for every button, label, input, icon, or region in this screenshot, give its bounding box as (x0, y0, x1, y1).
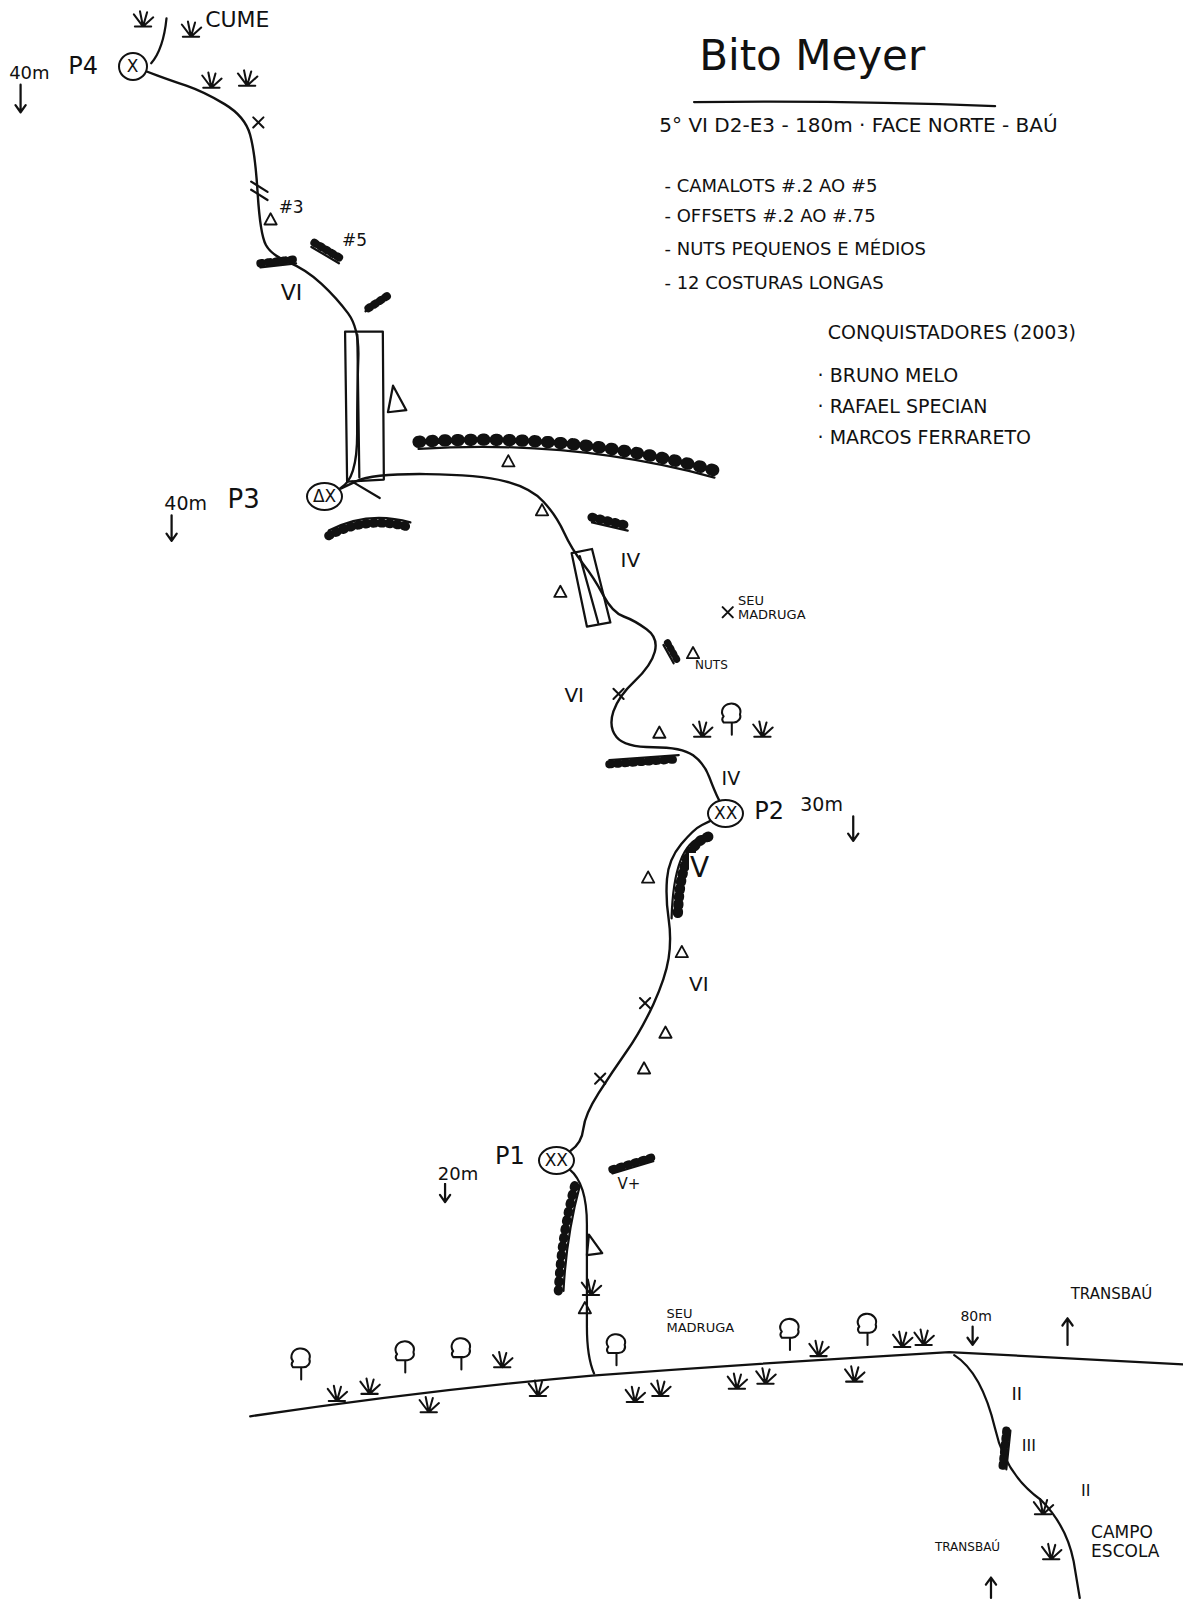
topo-label: VI (563, 684, 585, 706)
topo-label: - 12 COSTURAS LONGAS (663, 273, 884, 293)
topo-label: TRANSBAÚ (934, 1541, 1001, 1554)
station-text: XX (714, 805, 737, 822)
belay-station: ΔX (306, 482, 343, 511)
belay-station: XX (538, 1146, 575, 1175)
topo-label: P1 (494, 1143, 526, 1169)
topo-label: IV (721, 768, 742, 789)
topo-label: 20m (437, 1164, 479, 1184)
topo-label: NUTS (694, 659, 729, 672)
topo-label: - OFFSETS #.2 AO #.75 (663, 206, 876, 226)
station-text: ΔX (313, 488, 336, 505)
topo-label: SEU MADRUGA (666, 1307, 745, 1336)
topo-label: III (1021, 1437, 1037, 1455)
topo-label: TRANSBAÚ (1070, 1286, 1154, 1303)
station-text: X (127, 58, 139, 75)
topo-label: SEU MADRUGA (737, 594, 816, 623)
topo-label: 30m (799, 794, 844, 815)
belay-station: XX (707, 799, 744, 828)
topo-label: P4 (67, 53, 99, 79)
topo-label: P2 (753, 798, 785, 824)
route-title: Bito Meyer (699, 33, 925, 79)
topo-label: CONQUISTADORES (2003) (827, 322, 1077, 343)
belay-station: X (118, 52, 148, 81)
station-text: XX (545, 1152, 568, 1169)
topo-label: 40m (163, 493, 208, 514)
topo-label: · BRUNO MELO (817, 365, 960, 386)
route-line (147, 72, 359, 489)
topo-label: II (1080, 1482, 1091, 1500)
topo-label: VI (688, 973, 710, 995)
topo-label: CAMPO ESCOLA (1090, 1523, 1174, 1560)
topo-label: · RAFAEL SPECIAN (817, 396, 989, 417)
topo-label: 80m (959, 1309, 992, 1324)
topo-label: · MARCOS FERRARETO (817, 427, 1032, 448)
topo-label: VI (280, 281, 304, 305)
topo-label: IV (620, 549, 642, 571)
topo-label: 40m (8, 63, 50, 83)
topo-label: - NUTS PEQUENOS E MÉDIOS (663, 239, 926, 259)
topo-label: V (689, 853, 710, 884)
topo-label: II (1011, 1384, 1024, 1404)
route-line (341, 474, 719, 800)
topo-label: CUME (204, 8, 270, 32)
topo-label: #3 (278, 198, 305, 217)
topo-label: 5° VI D2-E3 - 180m · FACE NORTE - BAÚ (658, 114, 1058, 136)
topo-label: #5 (341, 231, 368, 250)
route-line (570, 821, 710, 1151)
topo-label: P3 (227, 485, 261, 514)
topo-label: V+ (617, 1176, 642, 1193)
topo-label: - CAMALOTS #.2 AO #5 (663, 176, 878, 196)
